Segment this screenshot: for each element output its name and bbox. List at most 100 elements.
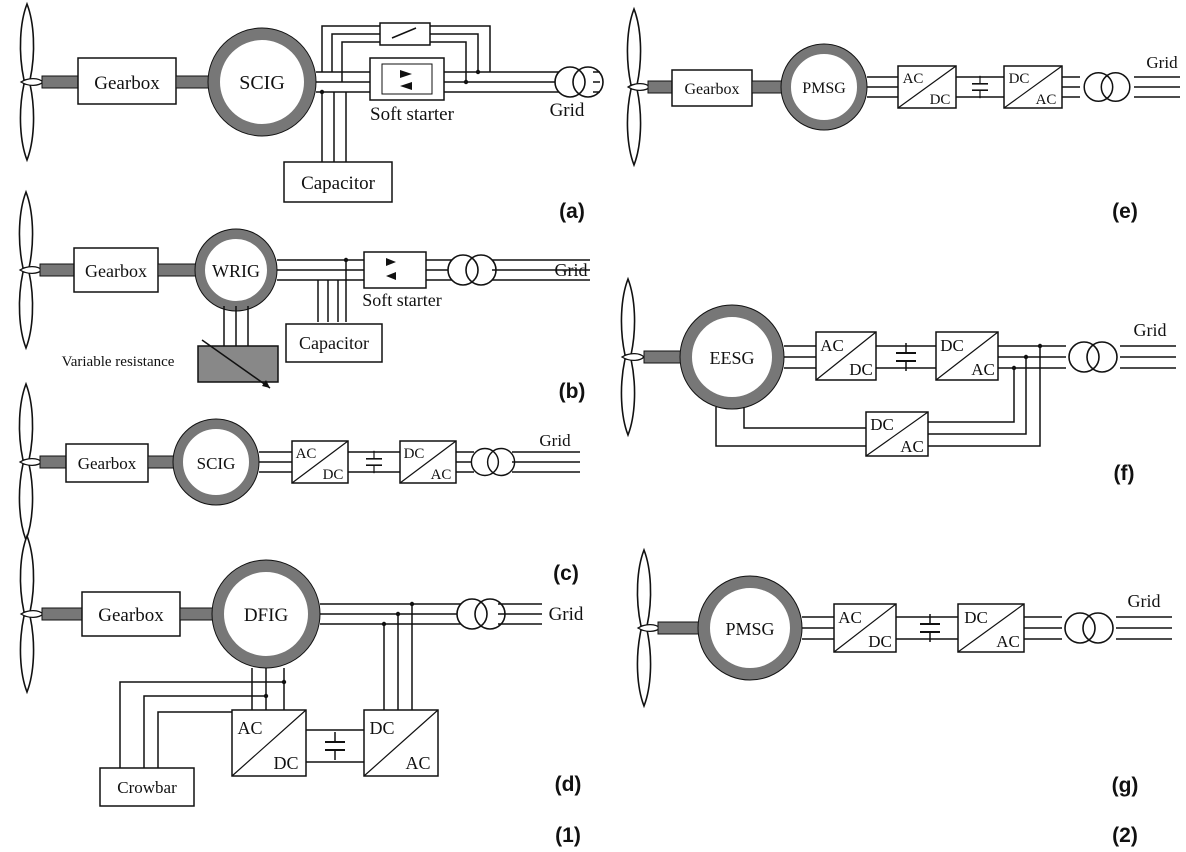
generator-label: DFIG — [244, 605, 289, 626]
generator-circle — [208, 28, 316, 136]
gearbox-box — [671, 69, 753, 107]
inverter-ac-label: AC — [996, 632, 1020, 651]
panel-label: (f) — [1114, 462, 1135, 485]
inverter-ac-label: AC — [971, 360, 995, 379]
three-phase-lines — [119, 603, 542, 768]
generator-circle — [173, 419, 259, 505]
transformer-icon — [1068, 341, 1118, 373]
variable-resistance-box — [197, 345, 279, 383]
inverter-ac-label: AC — [1036, 92, 1057, 108]
rotor-blades-icon — [626, 8, 651, 166]
panel-c: Gearbox SCIG AC DC DC AC Grid (c) — [18, 383, 580, 585]
rectifier-dc-label: DC — [849, 360, 873, 379]
rotor-blades-icon — [19, 535, 44, 693]
panel-label: (e) — [1112, 200, 1138, 223]
gearbox-label: Gearbox — [684, 81, 739, 98]
generator-label: SCIG — [239, 72, 285, 94]
rotor-blades-icon — [18, 383, 43, 541]
grid-label: Grid — [549, 604, 584, 625]
transformer-icon — [1064, 612, 1114, 644]
rectifier-ac-label: AC — [296, 446, 317, 462]
panel-label: (g) — [1112, 774, 1139, 797]
exciter-dc-label: DC — [870, 415, 894, 434]
bypass-switch — [379, 22, 431, 46]
soft-starter-label: Soft starter — [362, 290, 441, 310]
panel-g: PMSG AC DC DC AC Grid (g) — [636, 549, 1172, 797]
inverter-dc-label: DC — [369, 718, 394, 738]
gearbox-label: Gearbox — [94, 73, 160, 94]
transformer-icon — [456, 598, 506, 630]
dc-link-capacitor-icon — [324, 731, 346, 761]
transformer-icon — [470, 447, 516, 477]
grid-label: Grid — [1146, 53, 1178, 72]
rectifier-ac-label: AC — [838, 608, 862, 627]
gearbox-label: Gearbox — [78, 454, 137, 473]
panel-label: (c) — [553, 562, 579, 585]
generator-circle — [698, 576, 802, 680]
panel-e: Gearbox PMSG AC DC DC AC Grid (e) — [626, 8, 1180, 223]
rotor-blades-icon — [636, 549, 661, 707]
rotor-blades-icon — [18, 191, 43, 349]
generator-circle — [680, 305, 784, 409]
generator-label: EESG — [710, 348, 755, 368]
generator-label: PMSG — [802, 80, 846, 97]
rectifier-dc-label: DC — [868, 632, 892, 651]
capacitor-box — [285, 323, 383, 363]
transformer-icon — [1083, 71, 1131, 103]
capacitor-box — [283, 161, 393, 203]
generator-circle — [212, 560, 320, 668]
thyristor-icon — [400, 70, 412, 90]
inverter-dc-label: DC — [964, 608, 988, 627]
generator-circle — [781, 44, 867, 130]
grid-label: Grid — [1128, 591, 1161, 611]
generator-label: PMSG — [725, 619, 774, 639]
transformer-icon — [447, 254, 497, 286]
group-label-2: (2) — [1112, 824, 1138, 847]
rectifier-dc-label: DC — [273, 753, 298, 773]
group-label-1: (1) — [555, 824, 581, 847]
rectifier-ac-label: AC — [237, 718, 262, 738]
inverter-dc-label: DC — [404, 446, 425, 462]
three-phase-lines — [802, 616, 1172, 640]
soft-starter-box — [363, 251, 427, 289]
panel-d: Gearbox DFIG Grid Crowbar AC DC DC AC (d… — [19, 535, 584, 807]
rectifier-dc-label: DC — [323, 467, 344, 483]
rectifier-dc-label: DC — [930, 92, 951, 108]
grid-label: Grid — [539, 431, 571, 450]
gearbox-box — [73, 247, 159, 293]
panel-label: (b) — [559, 380, 586, 403]
generator-label: SCIG — [197, 454, 236, 473]
crowbar-label: Crowbar — [117, 778, 177, 797]
shaft — [175, 75, 211, 89]
panel-label: (d) — [555, 773, 582, 796]
gearbox-label: Gearbox — [98, 605, 164, 626]
gearbox-box — [65, 443, 149, 483]
inverter-dc-label: DC — [940, 336, 964, 355]
dc-link-capacitor-icon — [365, 449, 383, 475]
thyristor-icon — [386, 258, 396, 280]
rectifier-ac-label: AC — [820, 336, 844, 355]
dc-link-capacitor-icon — [895, 342, 917, 372]
generator-label: WRIG — [212, 261, 260, 281]
rotor-blades-icon — [19, 3, 44, 161]
gearbox-label: Gearbox — [85, 261, 147, 281]
capacitor-label: Capacitor — [299, 333, 369, 353]
rectifier-ac-label: AC — [903, 71, 924, 87]
crowbar-box — [99, 767, 195, 807]
panel-a: Gearbox SCIG Soft starter Grid Capacitor… — [19, 3, 604, 223]
soft-starter-label: Soft starter — [370, 104, 455, 125]
inverter-dc-label: DC — [1009, 71, 1030, 87]
capacitor-label: Capacitor — [301, 173, 376, 194]
grid-label: Grid — [1134, 320, 1167, 340]
shaft — [41, 75, 83, 89]
grid-label: Grid — [555, 260, 588, 280]
dc-link-capacitor-icon — [971, 75, 989, 99]
dc-link-capacitor-icon — [919, 613, 941, 643]
gearbox-box — [77, 57, 177, 105]
panel-b: Gearbox WRIG Soft starter Grid Capacitor… — [18, 191, 590, 403]
three-phase-lines — [316, 25, 600, 162]
panel-f: EESG AC DC DC AC DC AC Grid (f) — [620, 278, 1176, 485]
exciter-ac-label: AC — [900, 437, 924, 456]
inverter-ac-label: AC — [405, 753, 430, 773]
variable-resistance-label: Variable resistance — [62, 354, 175, 370]
